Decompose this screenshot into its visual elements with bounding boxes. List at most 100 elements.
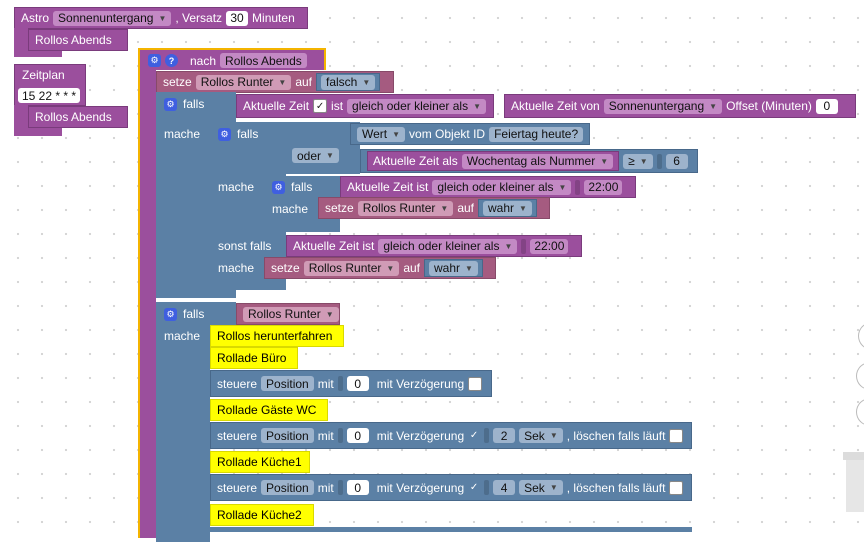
delay-input[interactable]: 4: [493, 480, 516, 495]
comment-block[interactable]: Rollade Küche1: [210, 451, 310, 473]
control-block[interactable]: steuere Position mit 0 mit Verzögerung ✓…: [210, 422, 692, 449]
astro-versatz-label: , Versatz: [175, 11, 223, 25]
variable-get-block[interactable]: Rollos Runter▼: [236, 303, 340, 325]
value-input[interactable]: 0: [346, 428, 369, 443]
checkmark-icon[interactable]: ✓: [469, 482, 479, 493]
operator-dropdown[interactable]: gleich oder kleiner als▼: [432, 179, 572, 195]
if1-mache-label: mache: [164, 127, 201, 141]
number-input[interactable]: 6: [665, 153, 688, 169]
clear-running-label: , löschen falls läuft: [566, 428, 666, 443]
ist-label: ist: [331, 99, 344, 113]
auf-label: auf: [457, 201, 474, 215]
bool-block[interactable]: falsch▼: [316, 73, 381, 91]
bool-dropdown[interactable]: falsch▼: [321, 74, 376, 90]
zeitplan-call-label: Rollos Abends: [35, 110, 112, 124]
bool-dropdown[interactable]: wahr▼: [429, 260, 478, 276]
function-name-field[interactable]: Rollos Abends: [220, 53, 307, 68]
if4-mache-label: mache: [164, 329, 201, 343]
input-socket: [575, 179, 581, 195]
chevron-down-icon: ▼: [504, 241, 513, 251]
operator-dropdown[interactable]: gleich oder kleiner als▼: [378, 238, 518, 254]
input-socket: [337, 376, 343, 391]
mit-label: mit: [317, 376, 334, 391]
or-dropdown[interactable]: oder▼: [292, 148, 339, 163]
zeitplan-cron-input[interactable]: 15 22 * * *: [18, 88, 81, 103]
object-id-field[interactable]: Feiertag heute?: [489, 126, 584, 142]
bool-block[interactable]: wahr▼: [424, 259, 483, 277]
time-as-block[interactable]: Aktuelle Zeit als Wochentag als Nummer▼: [367, 151, 620, 171]
if3-set-var-block[interactable]: setze Rollos Runter▼ auf wahr▼: [318, 197, 550, 219]
checkbox-checked[interactable]: ✓: [313, 99, 328, 113]
compare-block[interactable]: Aktuelle Zeit als Wochentag als Nummer▼ …: [360, 149, 698, 173]
chevron-down-icon: ▼: [392, 129, 401, 139]
comment-block[interactable]: Rollade Küche2: [210, 504, 314, 526]
setze-label: setze: [325, 201, 354, 215]
comment-block[interactable]: Rollos herunterfahren: [210, 325, 344, 347]
if3-time-compare-block[interactable]: Aktuelle Zeit ist gleich oder kleiner al…: [340, 176, 636, 198]
property-field[interactable]: Position: [261, 428, 314, 443]
property-field[interactable]: Position: [261, 480, 314, 495]
sonst-falls-label: sonst falls: [218, 239, 272, 253]
time-compare-block[interactable]: Aktuelle Zeit ✓ ist gleich oder kleiner …: [236, 94, 494, 118]
operator-dropdown[interactable]: gleich oder kleiner als▼: [347, 98, 487, 114]
gear-icon[interactable]: ⚙: [164, 97, 177, 111]
if2-falls-label: falls: [237, 127, 259, 141]
astro-trigger-block[interactable]: Astro Sonnenuntergang▼ , Versatz 30 Minu…: [14, 7, 308, 29]
value-input[interactable]: 0: [346, 480, 369, 495]
bool-dropdown[interactable]: wahr▼: [483, 200, 532, 216]
value-of-object-block[interactable]: Wert▼ vom Objekt ID Feiertag heute?: [350, 123, 590, 145]
trash-icon[interactable]: [846, 456, 864, 512]
compare-operator-dropdown[interactable]: ≥▼: [623, 153, 653, 169]
chevron-down-icon: ▼: [440, 203, 449, 213]
gear-icon[interactable]: ⚙: [218, 127, 231, 141]
gear-icon[interactable]: ⚙: [272, 180, 285, 194]
variable-dropdown[interactable]: Rollos Runter▼: [195, 74, 292, 90]
function-body-rail: [138, 68, 156, 538]
help-icon[interactable]: ?: [165, 54, 178, 67]
time-input[interactable]: 22:00: [584, 179, 623, 195]
bool-block[interactable]: wahr▼: [478, 199, 537, 217]
zoom-out-control[interactable]: [856, 398, 864, 426]
checkmark-icon[interactable]: ✓: [469, 430, 479, 441]
if4-container[interactable]: [156, 302, 210, 542]
elseif-set-var-block[interactable]: setze Rollos Runter▼ auf wahr▼: [264, 257, 496, 279]
control-block-partial[interactable]: [210, 527, 692, 532]
set-var-block[interactable]: setze Rollos Runter▼ auf falsch▼: [156, 71, 394, 93]
zoom-reset-control[interactable]: [858, 322, 864, 350]
input-socket: [656, 153, 662, 169]
chevron-down-icon: ▼: [465, 263, 473, 273]
gear-icon[interactable]: ⚙: [148, 54, 161, 67]
if4-falls-label: falls: [183, 307, 205, 321]
elseif-time-compare-block[interactable]: Aktuelle Zeit ist gleich oder kleiner al…: [286, 235, 582, 257]
control-block[interactable]: steuere Position mit 0 mit Verzögerung: [210, 370, 492, 397]
comment-block[interactable]: Rollade Gäste WC: [210, 399, 328, 421]
delay-label: mit Verzögerung: [376, 376, 465, 391]
astro-event-dropdown[interactable]: Sonnenuntergang▼: [53, 10, 172, 26]
zeitplan-call-block[interactable]: Rollos Abends: [28, 106, 128, 128]
delay-checkbox[interactable]: [468, 376, 483, 391]
delay-input[interactable]: 2: [493, 428, 516, 443]
astro-time-block[interactable]: Aktuelle Zeit von Sonnenuntergang▼ Offse…: [504, 94, 856, 118]
value-dropdown[interactable]: Wert▼: [357, 126, 406, 142]
comment-block[interactable]: Rollade Büro: [210, 347, 298, 369]
variable-dropdown[interactable]: Rollos Runter▼: [243, 306, 339, 322]
variable-dropdown[interactable]: Rollos Runter▼: [303, 260, 400, 276]
trash-lid: [843, 452, 864, 460]
control-block[interactable]: steuere Position mit 0 mit Verzögerung ✓…: [210, 474, 692, 501]
unit-dropdown[interactable]: Sek▼: [519, 480, 563, 495]
unit-dropdown[interactable]: Sek▼: [519, 428, 563, 443]
variable-dropdown[interactable]: Rollos Runter▼: [357, 200, 454, 216]
property-field[interactable]: Position: [261, 376, 314, 391]
value-input[interactable]: 0: [346, 376, 369, 391]
astro-event-dropdown[interactable]: Sonnenuntergang▼: [603, 98, 723, 114]
gear-icon[interactable]: ⚙: [164, 307, 177, 321]
astro-offset-input[interactable]: 30: [226, 10, 249, 26]
format-dropdown[interactable]: Wochentag als Nummer▼: [461, 153, 614, 169]
clear-running-checkbox[interactable]: [669, 428, 684, 443]
chevron-down-icon: ▼: [549, 483, 558, 492]
time-input[interactable]: 22:00: [530, 238, 569, 254]
zoom-in-control[interactable]: [856, 362, 864, 390]
astro-call-block[interactable]: Rollos Abends: [28, 29, 128, 51]
offset-input[interactable]: 0: [815, 98, 838, 114]
clear-running-checkbox[interactable]: [669, 480, 684, 495]
